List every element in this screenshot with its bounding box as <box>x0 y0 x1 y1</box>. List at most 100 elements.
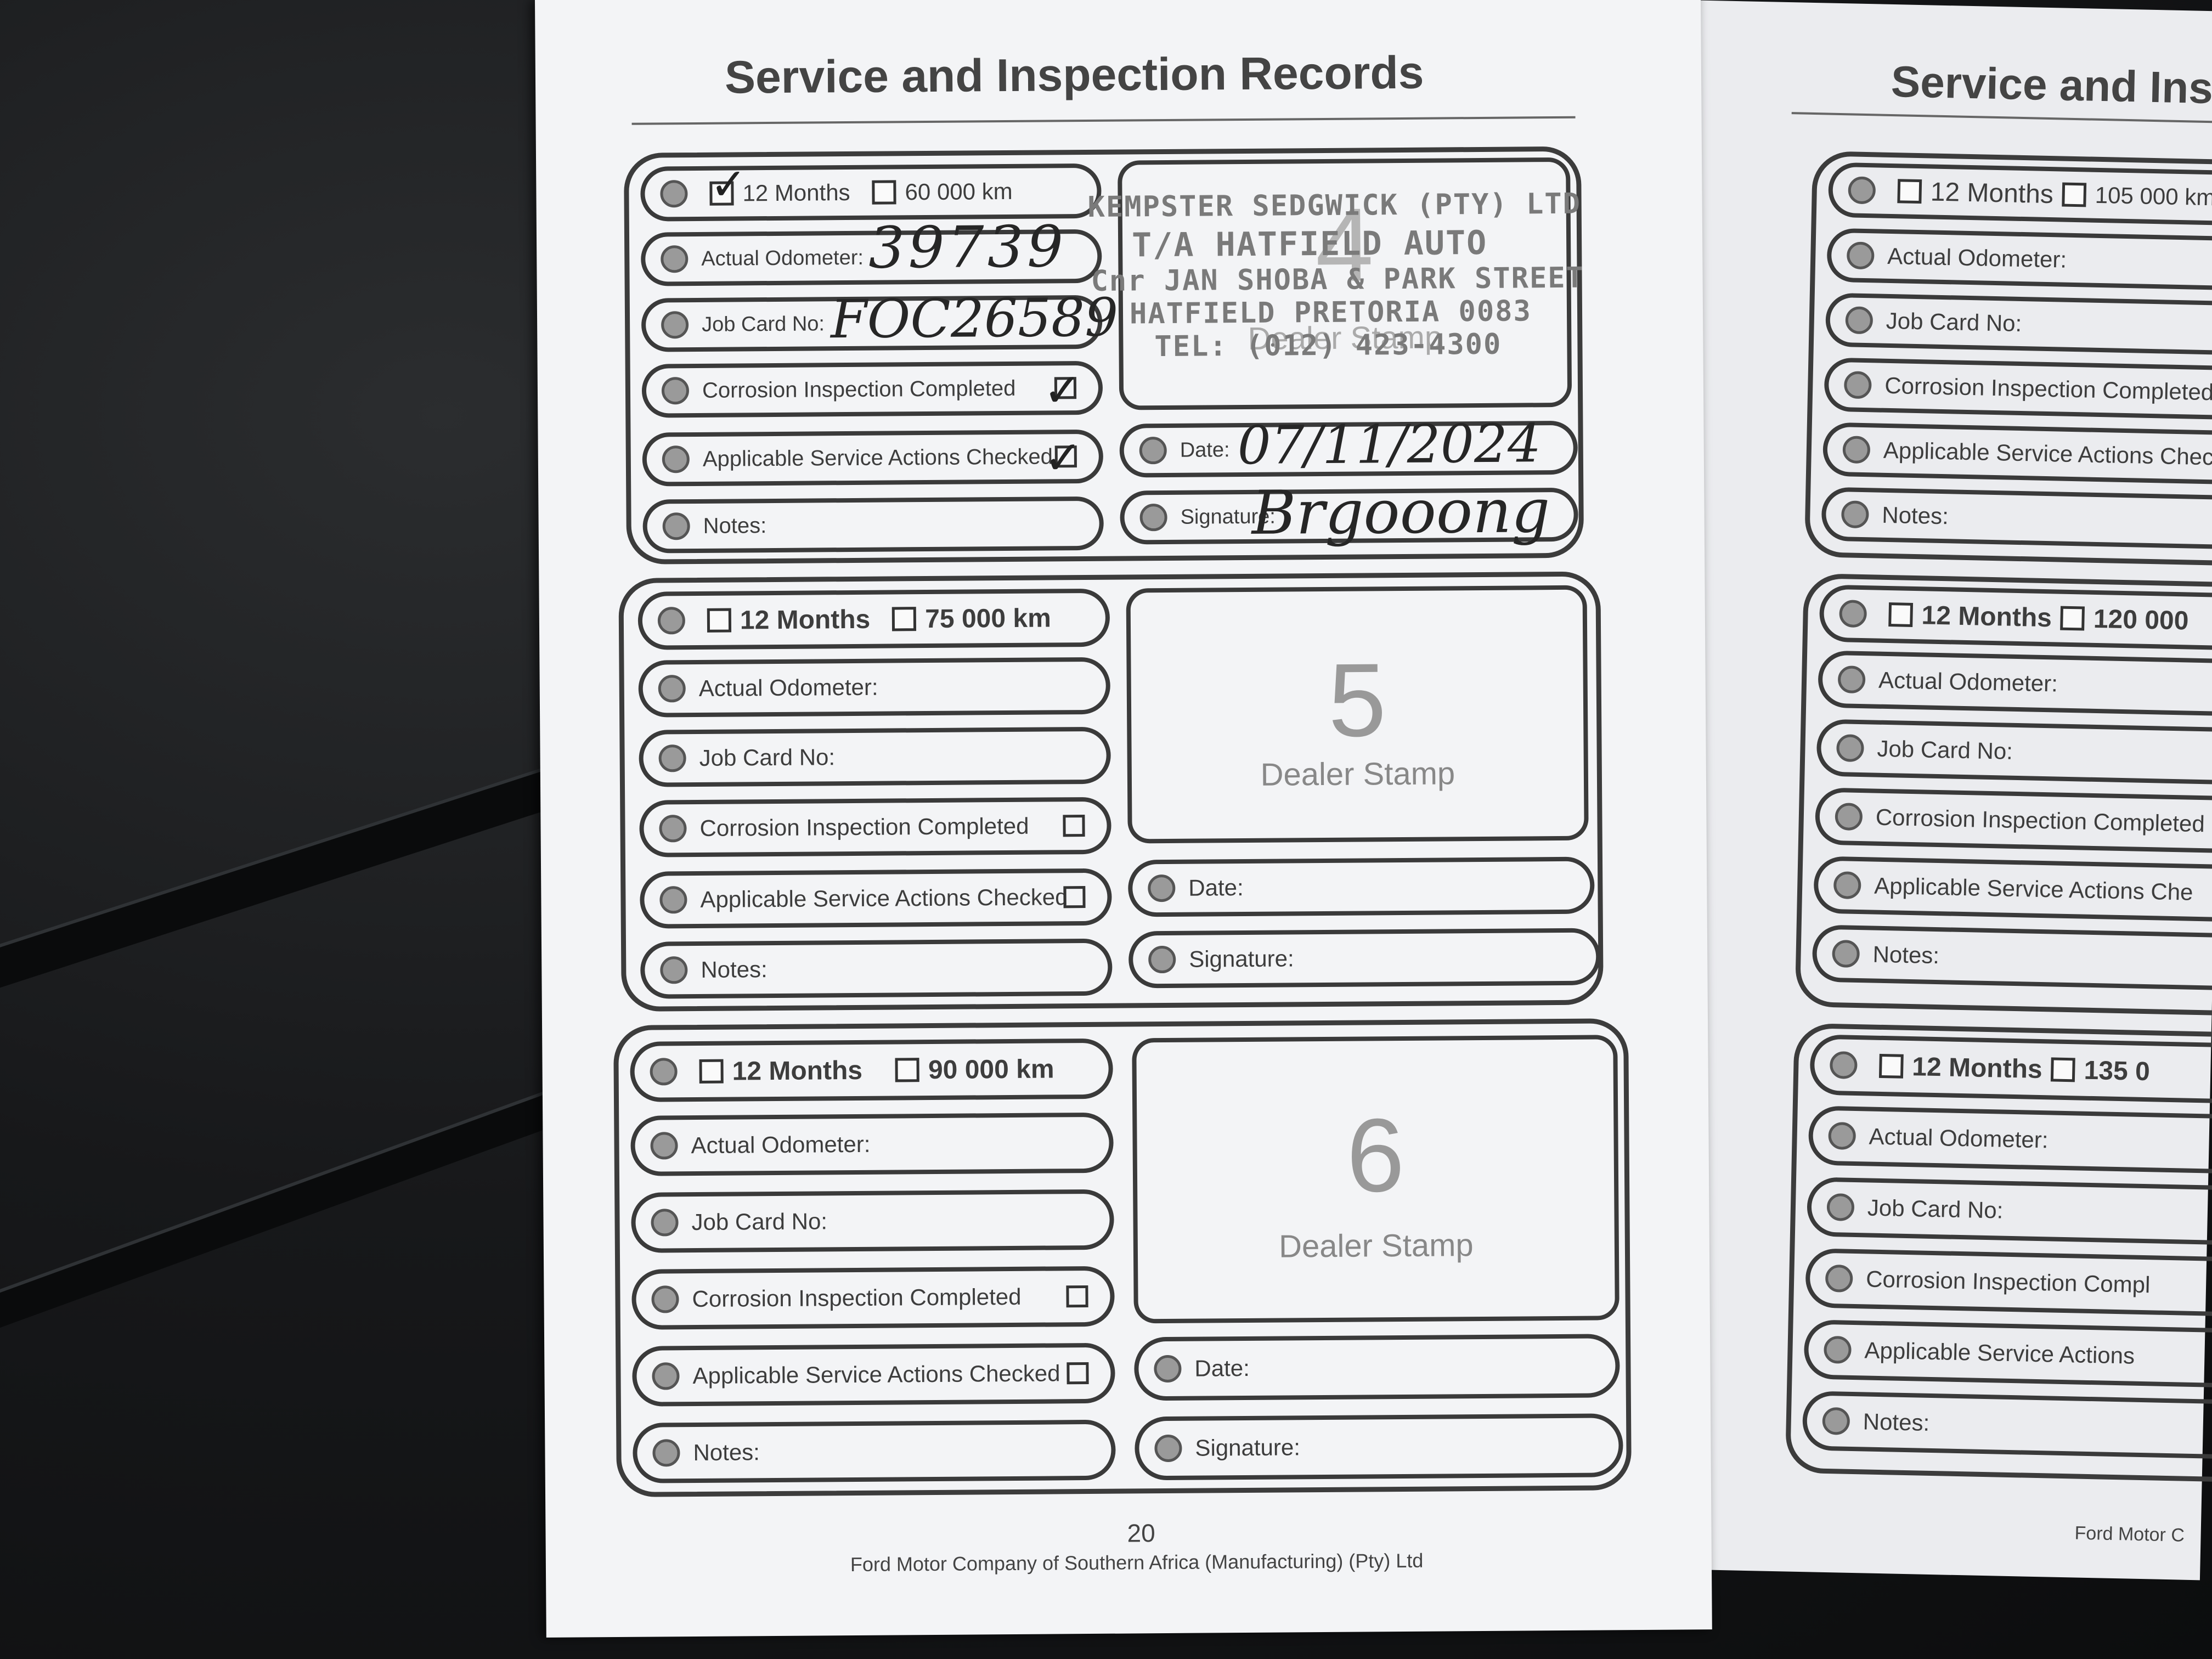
signature-label: Signature: <box>1195 1434 1301 1461</box>
odometer-label: Actual Odometer: <box>691 1131 871 1159</box>
field-label: Notes: <box>1863 1408 1930 1436</box>
record-5-signature: Signature: <box>1128 928 1601 989</box>
bullet-icon <box>662 512 690 540</box>
checkbox-km[interactable] <box>892 607 917 631</box>
field-label: Applicable Service Actions Checked <box>1883 437 2212 471</box>
signature-label: Signature: <box>1189 945 1294 972</box>
checkbox-corrosion[interactable] <box>1063 815 1085 837</box>
right-record-2-odometer: Actual Odometer: <box>1818 650 2212 718</box>
stamp-number: 5 <box>1328 642 1387 759</box>
checkbox-km[interactable] <box>872 180 896 205</box>
right-record-1-odometer: Actual Odometer: <box>1826 228 2212 292</box>
field-label: Notes: <box>1881 501 1949 529</box>
months-label: 12 Months <box>1930 177 2054 209</box>
bullet-icon <box>1154 1434 1182 1463</box>
bullet-icon <box>660 956 688 984</box>
notes-label: Notes: <box>701 956 768 983</box>
record-6-notes: Notes: <box>633 1419 1116 1483</box>
km-label: 105 000 km <box>2095 182 2212 211</box>
dealer-stamp-line: KEMPSTER SEDGWICK (PTY) LTD <box>1087 187 1582 224</box>
field-label: Actual Odometer: <box>1887 242 2067 273</box>
bullet-icon <box>651 1209 679 1237</box>
checkbox-km[interactable] <box>895 1058 920 1082</box>
bullet-icon <box>1848 176 1876 205</box>
bullet-icon <box>1833 871 1861 900</box>
checkmark-icon: ✓ <box>1043 432 1083 484</box>
service-label: Applicable Service Actions Checked <box>702 444 1053 471</box>
bullet-icon <box>661 377 690 405</box>
dealer-stamp-box-6: 6 Dealer Stamp <box>1132 1035 1620 1324</box>
checkbox-months[interactable] <box>1888 602 1914 627</box>
record-6-date: Date: <box>1134 1334 1620 1401</box>
record-5-corrosion: Corrosion Inspection Completed <box>639 797 1111 857</box>
title-rule <box>1791 112 2212 124</box>
checkbox-service[interactable] <box>1063 886 1086 909</box>
right-page-footer: Ford Motor C <box>2074 1522 2185 1546</box>
bullet-icon <box>1829 1051 1858 1080</box>
left-page: Service and Inspection Records ✓ 12 Mont… <box>535 0 1712 1638</box>
bullet-icon <box>660 180 688 208</box>
bullet-icon <box>657 607 686 635</box>
record-6-signature: Signature: <box>1135 1413 1623 1481</box>
checkbox-months[interactable] <box>1897 179 1922 204</box>
months-label: 12 Months <box>742 179 850 206</box>
bullet-icon <box>1148 945 1176 974</box>
date-label: Date: <box>1194 1355 1250 1381</box>
odometer-label: Actual Odometer: <box>698 674 878 701</box>
field-label: Job Card No: <box>1886 307 2022 337</box>
jobcard-label: Job Card No: <box>691 1208 828 1235</box>
record-5-jobcard: Job Card No: <box>639 726 1111 787</box>
field-label: Actual Odometer: <box>1869 1123 2049 1153</box>
bullet-icon <box>1843 371 1872 399</box>
checkbox-months-checked[interactable]: ✓ <box>709 163 747 209</box>
odometer-handwritten: 39739 <box>868 213 1067 281</box>
notes-label: Notes: <box>703 513 767 538</box>
field-label: Job Card No: <box>1867 1194 2004 1223</box>
bullet-icon <box>1835 803 1863 831</box>
right-record-2-jobcard: Job Card No: <box>1816 719 2212 787</box>
bullet-icon <box>650 1132 678 1160</box>
bullet-icon <box>650 1058 678 1086</box>
checkbox-km[interactable] <box>2062 182 2087 207</box>
stamp-label: Dealer Stamp <box>1278 1227 1474 1265</box>
bullet-icon <box>1845 306 1874 335</box>
field-label: Corrosion Inspection Completed <box>1884 372 2212 405</box>
bullet-icon <box>1826 1193 1855 1221</box>
title-rule <box>631 116 1576 125</box>
km-label: 120 000 <box>2093 604 2189 635</box>
bullet-icon <box>1822 1407 1850 1435</box>
corrosion-label: Corrosion Inspection Completed <box>692 1283 1022 1312</box>
jobcard-label: Job Card No: <box>699 744 836 771</box>
right-record-1-jobcard: Job Card No: <box>1825 292 2212 357</box>
checkmark-icon: ✓ <box>710 163 747 209</box>
right-record-2-interval: 12 Months 120 000 <box>1819 584 2212 652</box>
right-record-3-odometer: Actual Odometer: <box>1808 1105 2212 1176</box>
page-title: Service and Inspection Records <box>724 46 1424 103</box>
date-handwritten: 07/11/2024 <box>1237 413 1542 477</box>
dealer-stamp-line: TEL: (012) 423-4300 <box>1154 328 1502 364</box>
page-number: 20 <box>1127 1519 1155 1548</box>
dealer-stamp-line: HATFIELD PRETORIA 0083 <box>1129 295 1532 331</box>
bullet-icon <box>1139 503 1167 532</box>
record-6-service: Applicable Service Actions Checked <box>632 1342 1115 1407</box>
checkbox-km[interactable] <box>2051 1057 2076 1082</box>
bullet-icon <box>1825 1264 1853 1293</box>
checkbox-service[interactable] <box>1066 1362 1089 1385</box>
jobcard-handwritten: FOC26589 <box>830 286 1119 351</box>
right-record-2-service: Applicable Service Actions Che <box>1813 856 2212 924</box>
bullet-icon <box>1836 734 1865 763</box>
jobcard-label: Job Card No: <box>701 312 825 336</box>
bullet-icon <box>659 815 687 843</box>
km-label: 75 000 km <box>925 603 1051 634</box>
bullet-icon <box>661 245 689 273</box>
bullet-icon <box>651 1285 679 1313</box>
months-label: 12 Months <box>1911 1052 2043 1084</box>
right-record-1-service: Applicable Service Actions Checked <box>1822 422 2212 487</box>
checkbox-months[interactable] <box>707 608 732 633</box>
checkmark-icon: ✓ <box>1043 364 1082 416</box>
checkbox-months[interactable] <box>1878 1053 1904 1079</box>
field-label: Actual Odometer: <box>1878 667 2058 697</box>
checkbox-km[interactable] <box>2060 606 2085 631</box>
checkbox-months[interactable] <box>699 1059 724 1084</box>
checkbox-corrosion[interactable] <box>1066 1285 1088 1308</box>
